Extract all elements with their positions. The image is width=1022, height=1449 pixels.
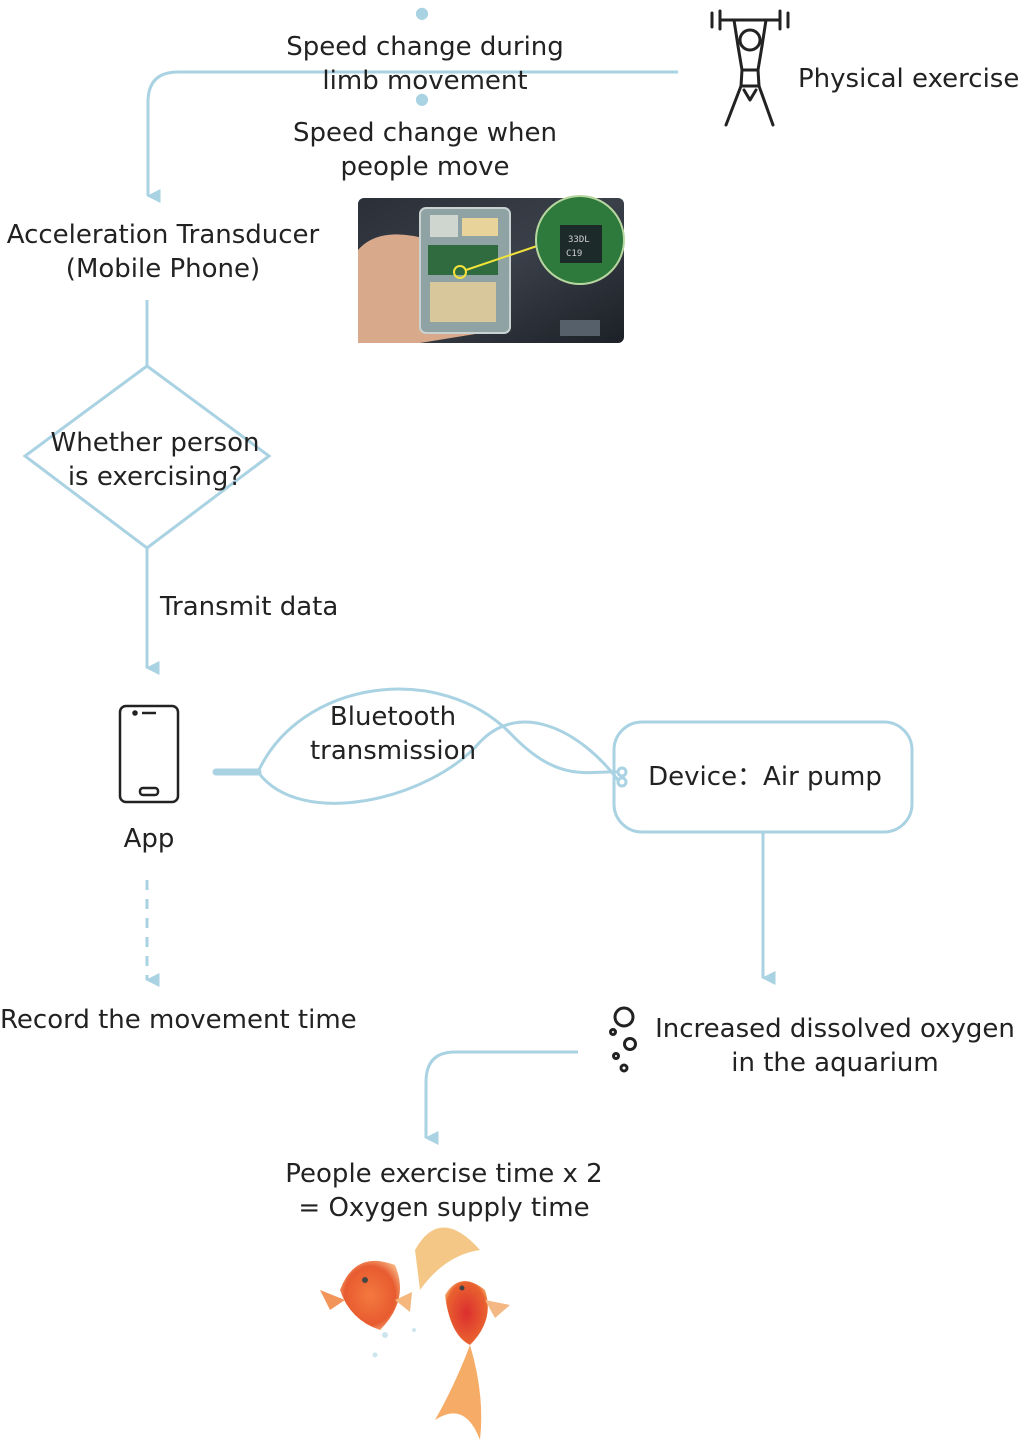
app-text: App — [123, 824, 175, 854]
transducer-line-2: (Mobile Phone) — [65, 254, 261, 284]
result-line-2: = Oxygen supply time — [298, 1193, 590, 1223]
result-line-1: People exercise time x 2 — [285, 1159, 603, 1189]
label-transmit: Transmit data — [160, 590, 360, 624]
svg-text:C19: C19 — [566, 249, 582, 259]
bluetooth-cable — [212, 687, 628, 805]
bubbles-icon — [609, 1006, 637, 1073]
record-text: Record the movement time — [0, 1005, 357, 1035]
label-physical-exercise: Physical exercise — [798, 62, 1022, 96]
transmit-text: Transmit data — [160, 592, 339, 622]
decision-line-2: is exercising? — [67, 462, 243, 492]
speed-people-line-2: people move — [340, 152, 510, 182]
label-bluetooth: Bluetooth transmission — [293, 700, 493, 768]
label-result: People exercise time x 2 = Oxygen supply… — [262, 1157, 626, 1225]
label-oxygen: Increased dissolved oxygen in the aquari… — [652, 1012, 1018, 1080]
label-device: Device：Air pump — [640, 760, 890, 794]
bullet-dot: ● — [415, 3, 429, 22]
smartphone-icon — [118, 704, 180, 804]
transducer-line-1: Acceleration Transducer — [6, 220, 320, 250]
speed-people-line-1: Speed change when — [293, 118, 557, 148]
speed-limb-line-2: limb movement — [322, 66, 528, 96]
connector-exercise-to-transducer — [146, 70, 678, 203]
speed-limb-line-1: Speed change during — [286, 32, 564, 62]
connector-oxygen-to-result — [424, 1050, 578, 1145]
label-transducer: Acceleration Transducer (Mobile Phone) — [0, 218, 326, 286]
device-text: Device：Air pump — [648, 762, 882, 792]
label-speed-people: ● Speed change when people move — [240, 82, 610, 184]
label-record: Record the movement time — [0, 1003, 357, 1037]
bullet-dot: ● — [415, 89, 429, 108]
decision-diamond — [22, 364, 272, 550]
circuit-board-photo: 33DL C19 — [358, 195, 625, 343]
connectors — [145, 70, 776, 1145]
label-speed-limb: ● Speed change during limb movement — [240, 0, 610, 98]
decision-line-1: Whether person — [50, 428, 260, 458]
weightlifter-icon — [710, 9, 790, 127]
label-decision: Whether person is exercising? — [20, 426, 290, 494]
goldfish-illustration — [320, 1227, 510, 1440]
svg-text:33DL: 33DL — [568, 235, 590, 245]
oxygen-line-2: in the aquarium — [731, 1048, 939, 1078]
bluetooth-line-1: Bluetooth — [329, 702, 457, 732]
oxygen-line-1: Increased dissolved oxygen — [655, 1014, 1015, 1044]
physical-exercise-text: Physical exercise — [798, 64, 1020, 94]
bluetooth-line-2: transmission — [309, 736, 477, 766]
label-app: App — [99, 822, 199, 856]
